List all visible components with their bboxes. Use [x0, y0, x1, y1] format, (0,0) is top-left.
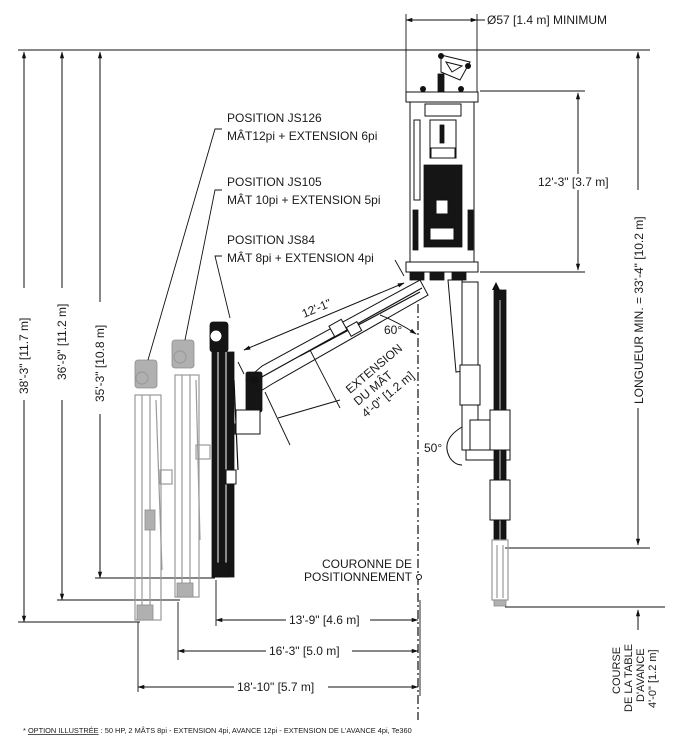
boom-angle: 60° — [379, 314, 417, 337]
feed-table-stroke-dimension: COURSE DE LA TABLE D'AVANCE 4'-0" [1.2 m… — [505, 606, 665, 712]
feed-stroke-line2: DE LA TABLE — [623, 644, 635, 712]
top-width-dimension: Ø57 [1.4 m] MINIMUM — [405, 13, 607, 95]
feed-stroke-line4: 4'-0" [1.2 m] — [647, 649, 659, 708]
positioning-crown-line2: POSITIONNEMENT — [304, 570, 413, 584]
reach-label-js126: 18'-10" [5.7 m] — [237, 680, 314, 694]
mast-js84 — [209, 321, 250, 578]
footnote: * OPTION ILLUSTRÉE : 50 HP, 2 MÂTS 8pi -… — [23, 726, 412, 735]
carrier-body — [405, 53, 479, 281]
height-dimensions: 38'-3" [11.7 m] 36'-9" [11.2 m] 35'-3" [… — [16, 49, 650, 623]
height-label-js126: 38'-3" [11.7 m] — [17, 318, 31, 394]
rotation-angle: 50° — [424, 426, 463, 466]
reach-dimensions: 13'-9" [4.6 m] 16'-3" [5.0 m] 18'-10" [5… — [137, 580, 421, 696]
feed-stroke-line1: COURSE — [611, 647, 623, 694]
position-js126-name: POSITION JS126 — [227, 111, 322, 125]
positioning-crown-line1: COURONNE DE — [322, 557, 412, 571]
reach-label-js105: 16'-3" [5.0 m] — [269, 644, 340, 658]
min-length-label: LONGUEUR MIN. = 33'-4" [10.2 m] — [632, 216, 646, 404]
top-dimension-label: Ø57 [1.4 m] MINIMUM — [487, 13, 607, 27]
right-mast — [447, 279, 511, 607]
position-js105-desc: MÂT 10pi + EXTENSION 5pi — [227, 192, 381, 207]
feed-stroke-line3: D'AVANCE — [635, 648, 647, 702]
ghost-mast-js126 — [134, 359, 173, 621]
boom-angle-label: 60° — [384, 323, 402, 337]
height-label-js84: 35'-3" [10.8 m] — [93, 325, 107, 402]
reach-label-js84: 13'-9" [4.6 m] — [289, 613, 360, 627]
svg-text:* OPTION ILLUSTRÉE : 50 HP, 2: * OPTION ILLUSTRÉE : 50 HP, 2 MÂTS 8pi -… — [23, 726, 412, 735]
ghost-mast-js105 — [171, 339, 211, 598]
position-js105-name: POSITION JS105 — [227, 175, 322, 189]
footnote-underlined: OPTION ILLUSTRÉE — [28, 726, 99, 735]
footnote-prefix: * — [23, 726, 28, 735]
height-label-js105: 36'-9" [11.2 m] — [55, 304, 69, 380]
position-js126-desc: MÂT12pi + EXTENSION 6pi — [227, 128, 377, 143]
position-js84-desc: MÂT 8pi + EXTENSION 4pi — [227, 250, 374, 265]
body-height-label: 12'-3" [3.7 m] — [538, 175, 609, 189]
positioning-crown-callout: COURONNE DE POSITIONNEMENT — [304, 557, 422, 584]
right-dimensions: 12'-3" [3.7 m] LONGUEUR MIN. = 33'-4" [1… — [480, 51, 650, 549]
position-js84-name: POSITION JS84 — [227, 233, 315, 247]
rotation-angle-label: 50° — [424, 441, 442, 455]
footnote-text: : 50 HP, 2 MÂTS 8pi - EXTENSION 4pi, AVA… — [99, 726, 412, 735]
position-callouts: POSITION JS126 MÂT12pi + EXTENSION 6pi P… — [147, 111, 405, 361]
